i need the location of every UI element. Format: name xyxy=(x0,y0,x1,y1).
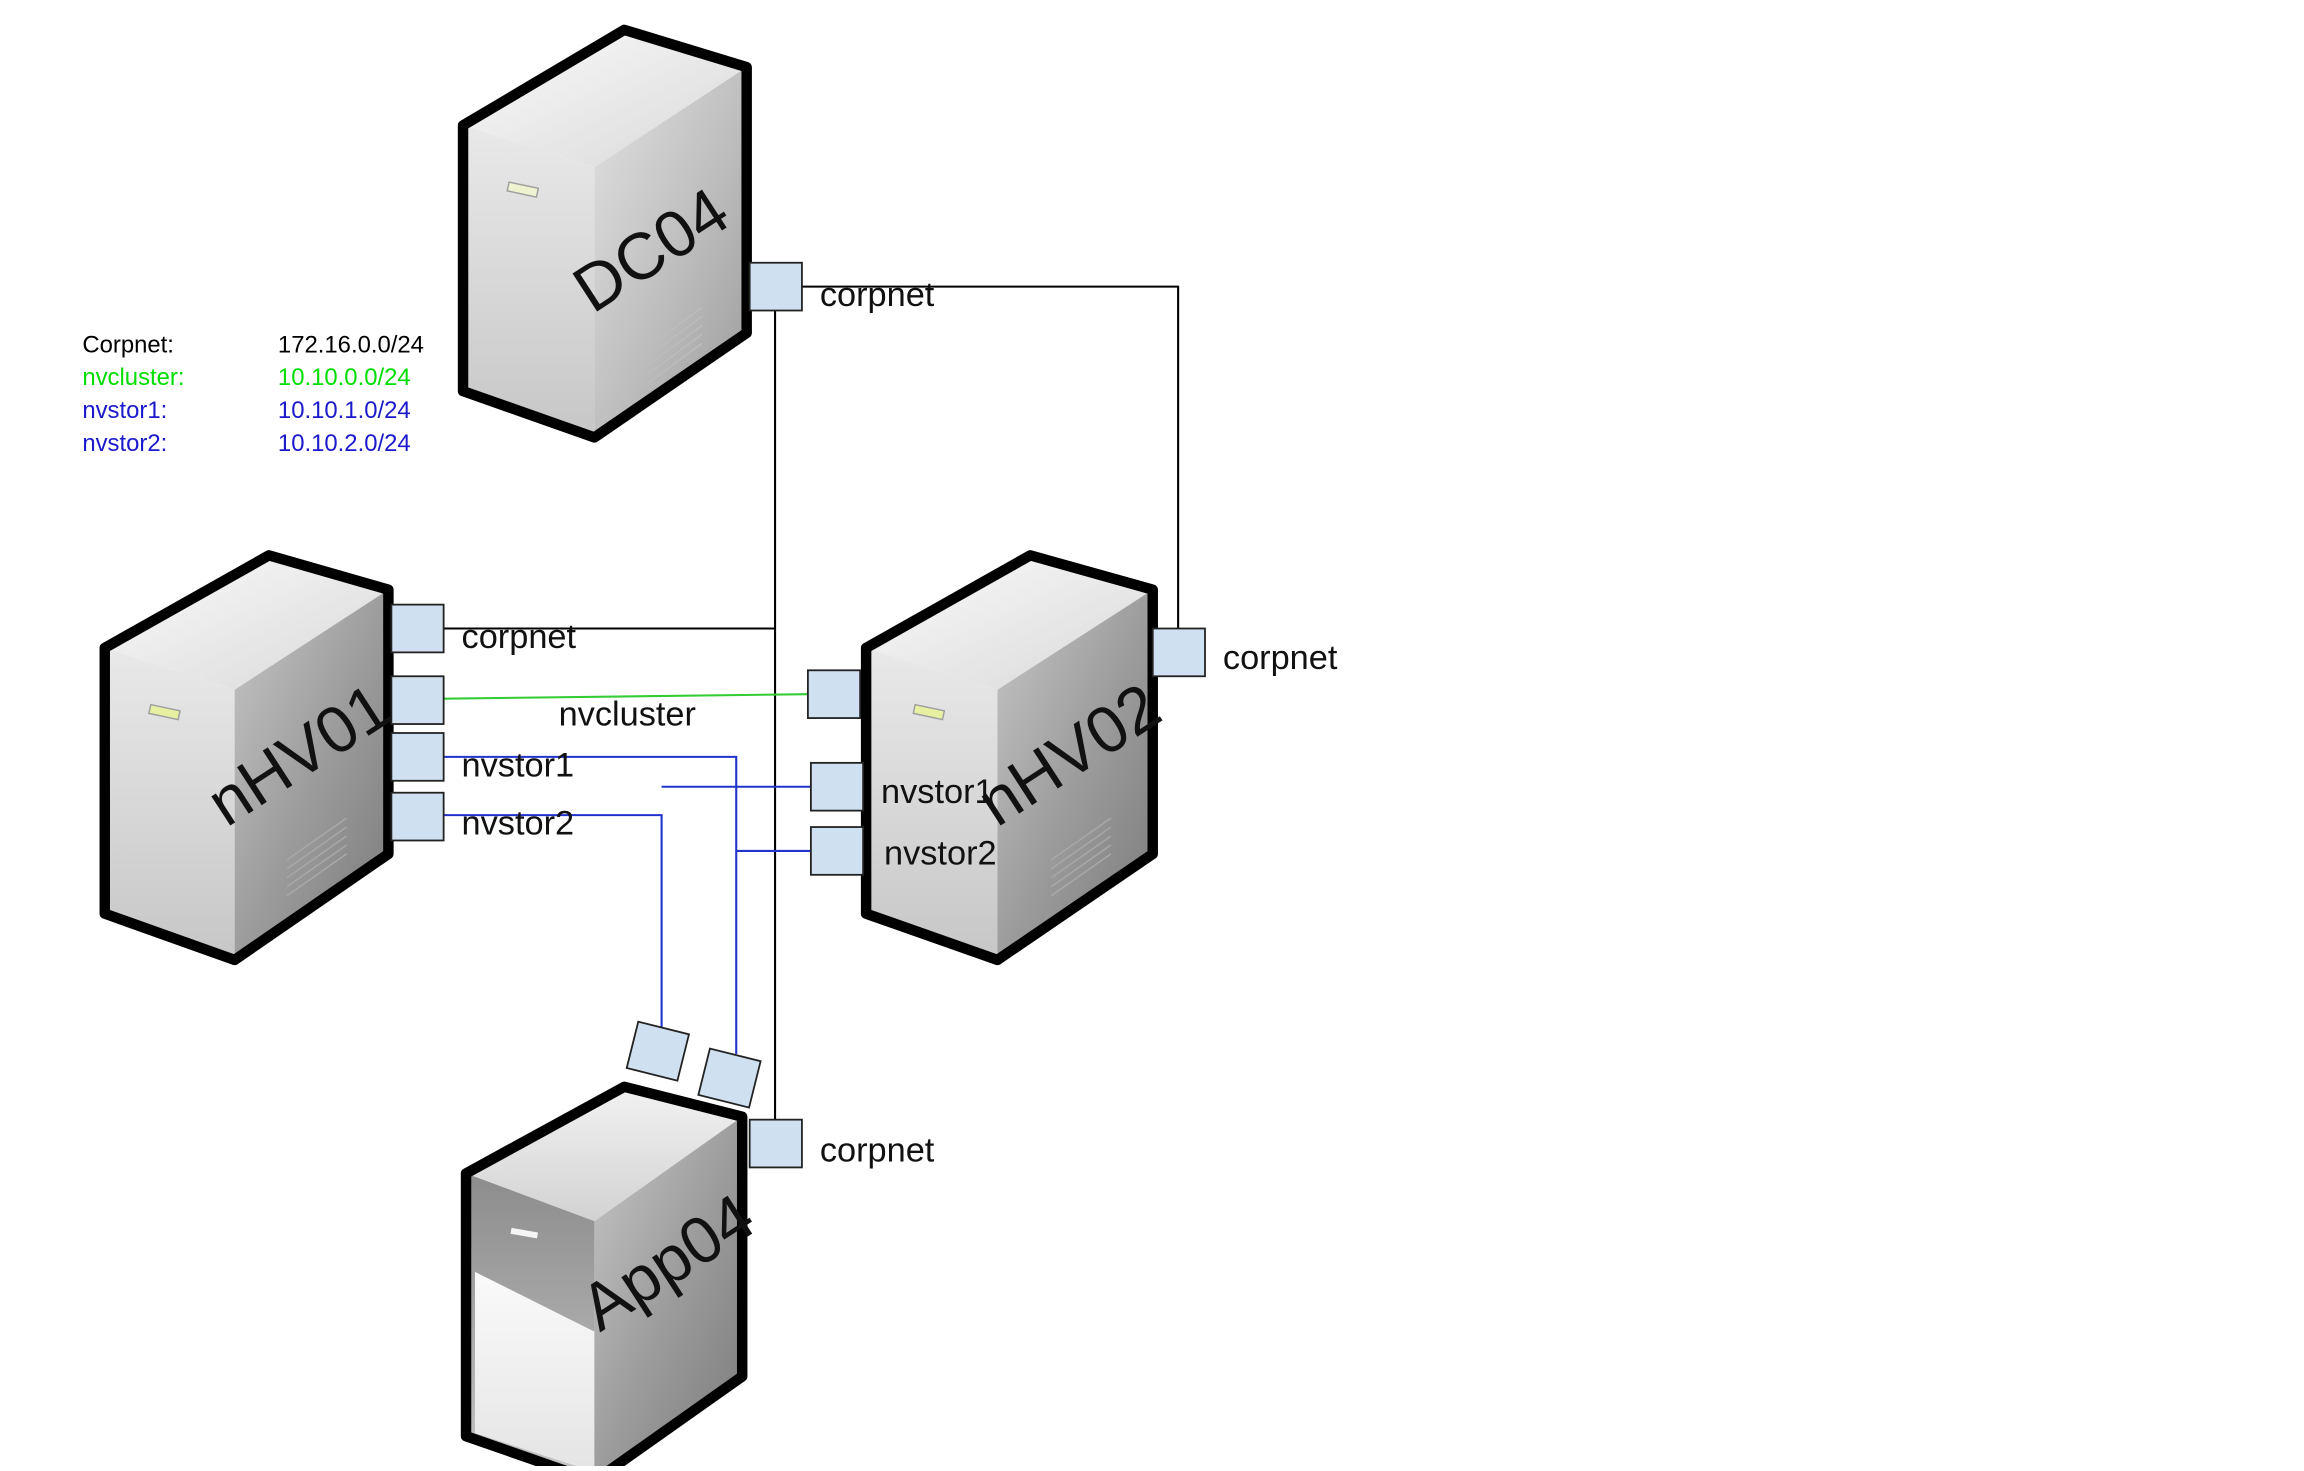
app04-nvstor1-port[interactable] xyxy=(697,1047,762,1109)
dc04-to-nhv02-corpnet-line xyxy=(801,285,1180,629)
vent-grille-icon xyxy=(286,817,348,897)
nhv01-nvcluster-port[interactable] xyxy=(390,675,445,725)
nhv01-nvstor2-label: nvstor2 xyxy=(462,805,575,843)
nvcluster-link xyxy=(443,693,808,700)
nhv01-corpnet-label: corpnet xyxy=(462,618,577,656)
dc04-corpnet-label: corpnet xyxy=(820,276,935,314)
drive-led-icon xyxy=(506,181,540,198)
dc04-corpnet-port[interactable] xyxy=(748,261,803,312)
nvstor1-line xyxy=(443,755,738,1054)
nic-ports xyxy=(390,261,1206,1169)
nhv02-nvstor2-port[interactable] xyxy=(809,826,865,876)
nhv01-nvstor1-port[interactable] xyxy=(390,732,445,782)
vent-grille-icon xyxy=(644,306,703,386)
drive-led-icon xyxy=(510,1227,538,1239)
drive-led-icon xyxy=(912,703,946,721)
legend-corpnet-name: Corpnet: xyxy=(82,331,174,358)
legend-nvstor1-name: nvstor1: xyxy=(82,397,167,424)
nhv02-nvstor2-label: nvstor2 xyxy=(884,834,997,872)
legend-corpnet-subnet: 172.16.0.0/24 xyxy=(278,331,424,358)
legend-nvcluster-subnet: 10.10.0.0/24 xyxy=(278,364,411,391)
nvstor2-line xyxy=(443,814,663,1031)
nhv01-corpnet-port[interactable] xyxy=(390,603,445,654)
subnet-legend: Corpnet: 172.16.0.0/24 nvcluster: 10.10.… xyxy=(82,331,424,457)
server-app04[interactable]: App04 xyxy=(460,1081,767,1471)
app04-corpnet-port[interactable] xyxy=(748,1118,803,1169)
legend-nvstor2-subnet: 10.10.2.0/24 xyxy=(278,430,411,457)
nhv01-nvstor2-port[interactable] xyxy=(390,791,445,842)
server-nhv01[interactable]: nHV01 xyxy=(99,550,403,966)
nvcluster-label: nvcluster xyxy=(559,696,696,734)
nvstor-links xyxy=(443,755,811,1054)
corpnet-links xyxy=(443,285,1180,1146)
app04-corpnet-label: corpnet xyxy=(820,1131,935,1169)
server-nhv02[interactable]: nHV02 xyxy=(860,550,1173,966)
nhv01-nvstor1-label: nvstor1 xyxy=(462,746,575,784)
nhv02-nvstor1-label: nvstor1 xyxy=(881,773,994,811)
legend-nvstor1-subnet: 10.10.1.0/24 xyxy=(278,397,411,424)
nhv02-corpnet-port[interactable] xyxy=(1151,627,1206,678)
nhv02-nvstor1-port[interactable] xyxy=(809,761,865,812)
server-dc04[interactable]: DC04 xyxy=(457,24,752,443)
nhv02-nvcluster-port[interactable] xyxy=(806,669,862,719)
nvcluster-line xyxy=(443,693,808,700)
app04-nvstor2-port[interactable] xyxy=(625,1020,691,1082)
legend-nvstor2-name: nvstor2: xyxy=(82,430,167,457)
drive-led-icon xyxy=(148,703,181,721)
nhv02-corpnet-label: corpnet xyxy=(1223,639,1338,677)
vent-grille-icon xyxy=(1050,817,1112,897)
legend-nvcluster-name: nvcluster: xyxy=(82,364,184,391)
